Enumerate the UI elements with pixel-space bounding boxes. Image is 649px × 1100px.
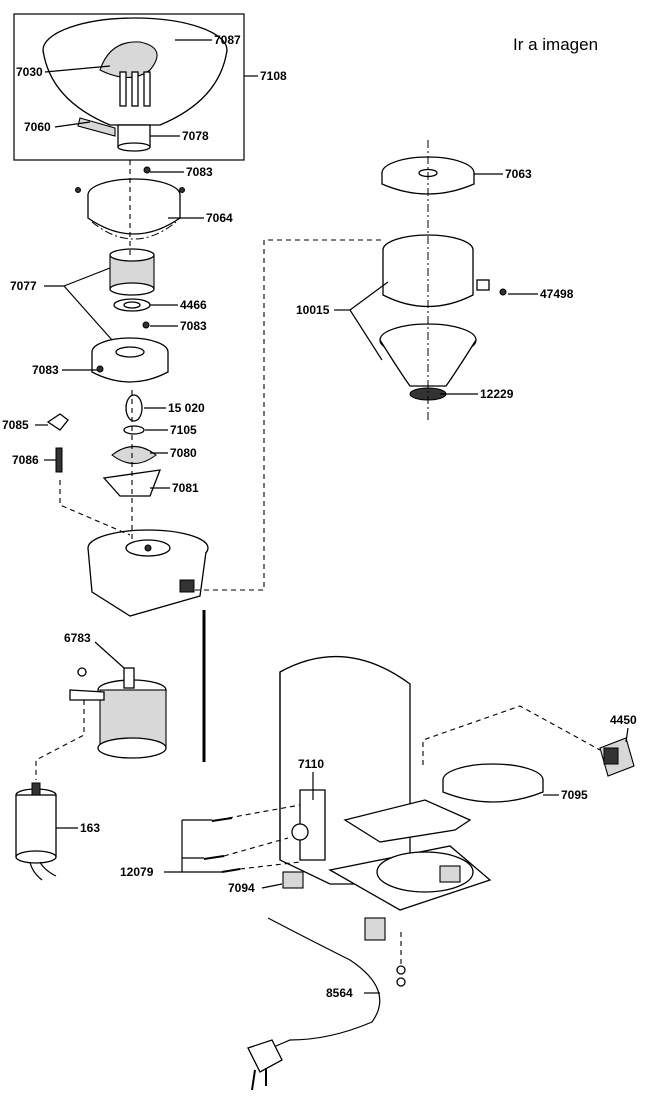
grind-adjust-ring-drawing <box>75 166 185 240</box>
part-label-12079[interactable]: 12079 <box>120 865 154 879</box>
part-label-15020[interactable]: 15 020 <box>168 401 205 415</box>
part-label-4450[interactable]: 4450 <box>610 713 637 727</box>
leader-lines <box>35 39 629 994</box>
hopper-drawing <box>42 17 228 152</box>
part-label-7083-mid[interactable]: 7083 <box>180 319 207 333</box>
motor-drawing <box>69 667 167 759</box>
part-label-7060[interactable]: 7060 <box>24 120 51 134</box>
small-parts-drawing <box>46 394 162 497</box>
part-label-7108[interactable]: 7108 <box>260 69 287 83</box>
part-label-7083-left[interactable]: 7083 <box>32 363 59 377</box>
part-label-7064[interactable]: 7064 <box>206 211 233 225</box>
part-label-10015[interactable]: 10015 <box>296 303 330 317</box>
go-to-image-link[interactable]: Ir a imagen <box>513 35 598 54</box>
part-label-7110[interactable]: 7110 <box>298 757 324 771</box>
grinding-chamber-drawing <box>87 529 209 617</box>
burr-carrier-drawing <box>91 337 169 383</box>
power-plug-drawing <box>247 1039 283 1073</box>
part-label-7063[interactable]: 7063 <box>505 167 532 181</box>
part-label-7086[interactable]: 7086 <box>12 453 39 467</box>
part-label-7078[interactable]: 7078 <box>182 129 209 143</box>
part-label-6783[interactable]: 6783 <box>64 631 91 645</box>
part-label-163[interactable]: 163 <box>80 821 100 835</box>
part-label-7030[interactable]: 7030 <box>16 65 43 79</box>
part-label-7081[interactable]: 7081 <box>172 481 199 495</box>
bin-cylinder-drawing <box>382 234 507 308</box>
part-label-7083-top[interactable]: 7083 <box>186 165 213 179</box>
switch-drawing <box>599 737 635 777</box>
assembly-guide-lines <box>35 140 601 968</box>
nut-drawing <box>396 977 406 987</box>
part-label-7085[interactable]: 7085 <box>2 418 29 432</box>
upper-burr-drawing <box>109 248 155 329</box>
power-cord-drawing <box>261 917 381 1053</box>
capacitor-drawing <box>15 782 57 881</box>
part-label-7095[interactable]: 7095 <box>561 788 588 802</box>
base-ring-drawing <box>442 763 544 803</box>
part-label-47498[interactable]: 47498 <box>540 287 574 301</box>
part-label-7105[interactable]: 7105 <box>170 423 197 437</box>
screw-drawing <box>211 817 233 822</box>
part-label-8564[interactable]: 8564 <box>326 986 353 1000</box>
part-label-12229[interactable]: 12229 <box>480 387 514 401</box>
part-label-4466[interactable]: 4466 <box>180 298 207 312</box>
part-labels: 7087 7030 7108 7060 7078 7083 7064 7077 … <box>2 33 637 1000</box>
part-label-7094[interactable]: 7094 <box>228 881 255 895</box>
part-label-7077[interactable]: 7077 <box>10 279 37 293</box>
part-label-7080[interactable]: 7080 <box>170 446 197 460</box>
part-label-7087[interactable]: 7087 <box>214 33 241 47</box>
hopper-assembly-frame <box>13 13 245 161</box>
base-housing-drawing <box>279 656 492 941</box>
washer-drawing <box>396 965 406 975</box>
